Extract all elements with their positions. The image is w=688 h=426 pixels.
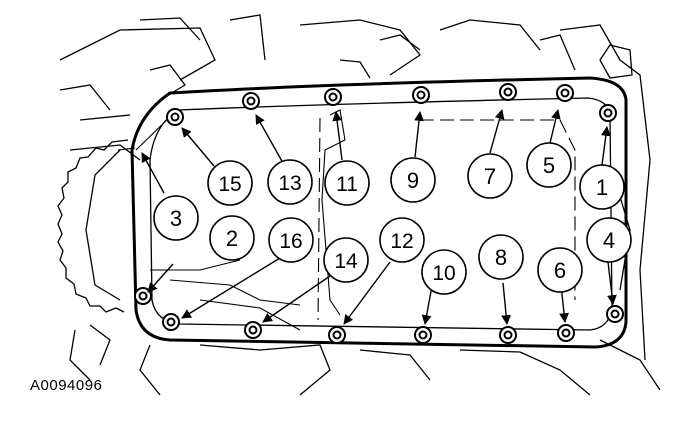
timing-sprocket-gear — [57, 139, 129, 313]
callout-2-label: 2 — [226, 226, 238, 251]
callout-15: 15 — [207, 160, 253, 206]
callout-13: 13 — [267, 159, 313, 205]
callout-1: 1 — [579, 164, 625, 210]
bolt — [162, 313, 180, 331]
callout-16-label: 16 — [279, 230, 302, 253]
callout-13-label: 13 — [278, 172, 301, 195]
bolt — [556, 84, 574, 102]
figure-id-label: A0094096 — [30, 377, 103, 394]
callout-3-label: 3 — [170, 206, 182, 231]
callout-14: 14 — [323, 237, 369, 283]
callout-15-label: 15 — [218, 173, 241, 196]
callout-10-label: 10 — [432, 262, 455, 285]
bolt — [134, 287, 152, 305]
callout-16: 16 — [268, 217, 314, 263]
bolt — [499, 83, 517, 101]
oil-pan-outer-edge — [130, 76, 628, 349]
callout-12: 12 — [379, 217, 425, 263]
bolt — [328, 326, 346, 344]
callout-7-label: 7 — [484, 164, 496, 189]
callout-leader-arrows — [141, 109, 617, 325]
engine-block-line-art — [59, 14, 661, 396]
bolt — [412, 86, 430, 104]
callout-4: 4 — [586, 217, 632, 263]
callout-9-label: 9 — [407, 168, 419, 193]
callout-5-label: 5 — [543, 153, 555, 178]
bolt — [499, 326, 517, 344]
oil-pan-bolts — [134, 83, 624, 344]
bolt — [166, 108, 184, 126]
callout-9: 9 — [390, 157, 436, 203]
bolt-sequence-callouts: 1 2 3 4 5 6 7 8 9 10 11 12 13 14 15 16 — [153, 142, 632, 295]
callout-6-label: 6 — [554, 258, 566, 283]
callout-1-label: 1 — [596, 175, 608, 200]
callout-12-label: 12 — [390, 230, 413, 253]
bolt — [414, 326, 432, 344]
callout-10: 10 — [421, 249, 467, 295]
callout-8-label: 8 — [495, 245, 507, 270]
callout-5: 5 — [526, 142, 572, 188]
bolt — [244, 321, 262, 339]
callout-11: 11 — [324, 160, 370, 206]
bolt — [324, 88, 342, 106]
bolt — [606, 305, 624, 323]
bolt — [599, 104, 617, 122]
callout-3: 3 — [153, 195, 199, 241]
bolt — [242, 92, 260, 110]
callout-7: 7 — [467, 153, 513, 199]
callout-8: 8 — [478, 234, 524, 280]
callout-4-label: 4 — [603, 228, 615, 253]
callout-6: 6 — [537, 247, 583, 293]
callout-2: 2 — [209, 215, 255, 261]
bolt — [557, 324, 575, 342]
callout-11-label: 11 — [336, 173, 358, 196]
callout-14-label: 14 — [334, 250, 358, 273]
